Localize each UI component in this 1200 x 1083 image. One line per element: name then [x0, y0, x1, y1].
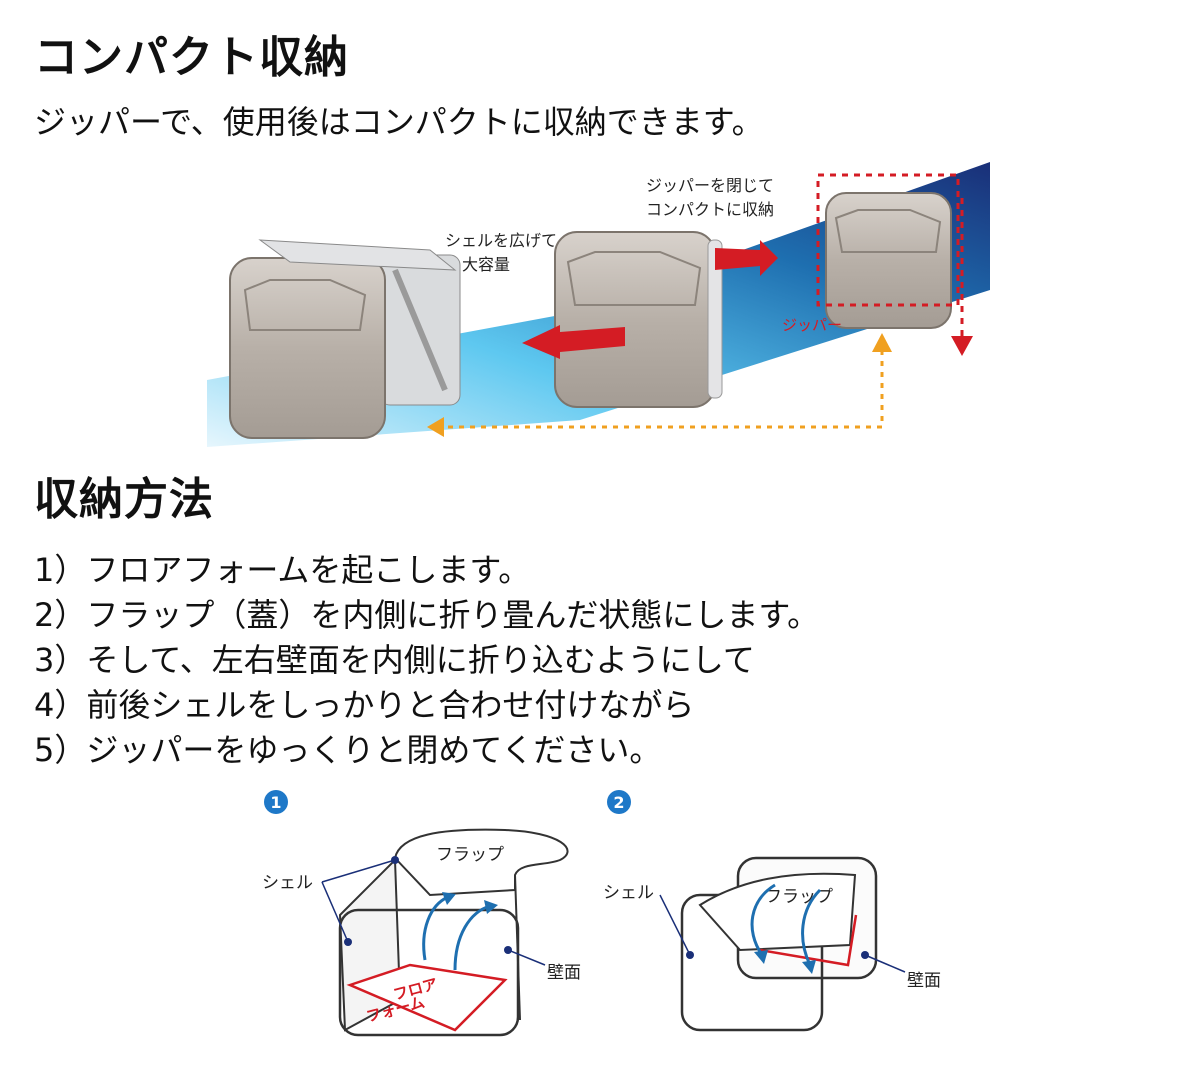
section-title-compact: コンパクト収納	[34, 32, 349, 83]
fold-arrow-4	[801, 888, 822, 966]
label-expand-line2: 大容量	[462, 255, 510, 274]
bag-expanded-image	[229, 239, 461, 439]
step-item-3: 3）そして、左右壁面を内側に折り込むようにして	[34, 641, 755, 679]
step-item-2: 2）フラップ（蓋）を内側に折り畳んだ状態にします。	[34, 596, 820, 634]
label-expand-line1: シェルを広げて	[445, 231, 557, 250]
diagram-step-2: 2 フラップ シェル 壁面	[603, 790, 941, 1032]
floor-foam-shape	[346, 963, 508, 1032]
svg-text:2: 2	[613, 793, 624, 812]
label-shell-2: シェル	[603, 883, 654, 903]
label-wall-2: 壁面	[907, 971, 941, 991]
svg-text:1: 1	[270, 793, 281, 812]
section-title-storage-method: 収納方法	[34, 474, 214, 525]
step-item-5: 5）ジッパーをゆっくりと閉めてください。	[34, 731, 662, 769]
fold-arrow-3	[750, 883, 776, 956]
step-item-4: 4）前後シェルをしっかりと合わせ付けながら	[34, 686, 695, 724]
label-close-line1: ジッパーを閉じて	[646, 176, 774, 195]
return-arrow	[440, 350, 884, 429]
flap-shape	[393, 828, 569, 897]
step-item-1: 1）フロアフォームを起こします。	[34, 551, 531, 589]
label-close-line2: コンパクトに収納	[646, 200, 774, 219]
compact-arrow	[715, 240, 778, 276]
section-lead: ジッパーで、使用後はコンパクトに収納できます。	[34, 103, 764, 141]
label-flap-1: フラップ	[436, 845, 504, 865]
label-wall-1: 壁面	[547, 963, 581, 983]
bag-compact-image	[816, 173, 960, 329]
label-shell-1: シェル	[262, 873, 313, 893]
label-flap-2: フラップ	[765, 887, 833, 907]
step-badge-2	[607, 790, 631, 814]
fold-arrow-1	[422, 895, 449, 961]
label-zipper: ジッパー	[782, 316, 842, 334]
expand-arrow	[522, 325, 625, 359]
bag-middle-image	[554, 231, 723, 408]
folded-flap-shape	[698, 872, 857, 952]
diagram-step-1: 1 フラップ フロア フォーム シェル 壁面	[262, 790, 581, 1037]
fold-arrow-2	[453, 904, 491, 971]
step-badge-1	[264, 790, 288, 814]
storage-steps-list: 1）フロアフォームを起こします。 2）フラップ（蓋）を内側に折り畳んだ状態にしま…	[34, 548, 819, 773]
